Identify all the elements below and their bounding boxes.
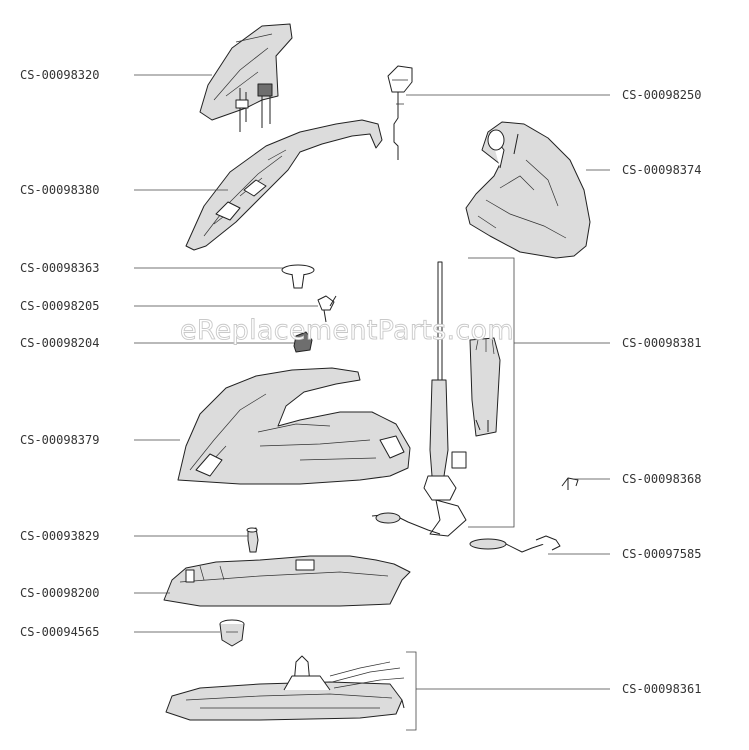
leader-lines [134,74,610,731]
part-drawing-valve [219,619,245,647]
part-drawing-soleplate [165,655,405,721]
part-label: CS-00098250 [622,88,701,102]
part-label: CS-00098374 [622,163,701,177]
part-label: CS-00097585 [622,547,701,561]
part-drawing-handle [185,119,383,251]
part-label: CS-00098381 [622,336,701,350]
part-label: CS-00098361 [622,682,701,696]
part-drawing-housing-shell [163,555,411,607]
part-label: CS-00098363 [20,261,99,275]
part-label: CS-00093829 [20,529,99,543]
part-drawing-cable [469,535,561,553]
part-label: CS-00098205 [20,299,99,313]
part-drawing-rear-cover [465,121,591,259]
part-drawing-pin [246,527,259,553]
part-drawing-clip [561,477,579,490]
part-drawing-pump-piston [387,65,413,160]
part-label: CS-00098320 [20,68,99,82]
part-drawing-top-cover [199,23,293,132]
part-drawing-main-body [177,367,411,485]
part-label: CS-00098380 [20,183,99,197]
part-label: CS-00094565 [20,625,99,639]
part-label: CS-00098204 [20,336,99,350]
part-drawing-small-switch [317,295,337,323]
part-drawing-cord-assembly [371,261,501,537]
part-label: CS-00098379 [20,433,99,447]
part-label: CS-00098368 [622,472,701,486]
part-labels: CS-00098320 CS-00098250 CS-00098374 CS-0… [20,68,701,696]
watermark: eReplacementParts.com [180,315,514,346]
part-label: CS-00098200 [20,586,99,600]
part-drawing-knob [281,264,315,289]
part-drawing-button [293,331,313,353]
